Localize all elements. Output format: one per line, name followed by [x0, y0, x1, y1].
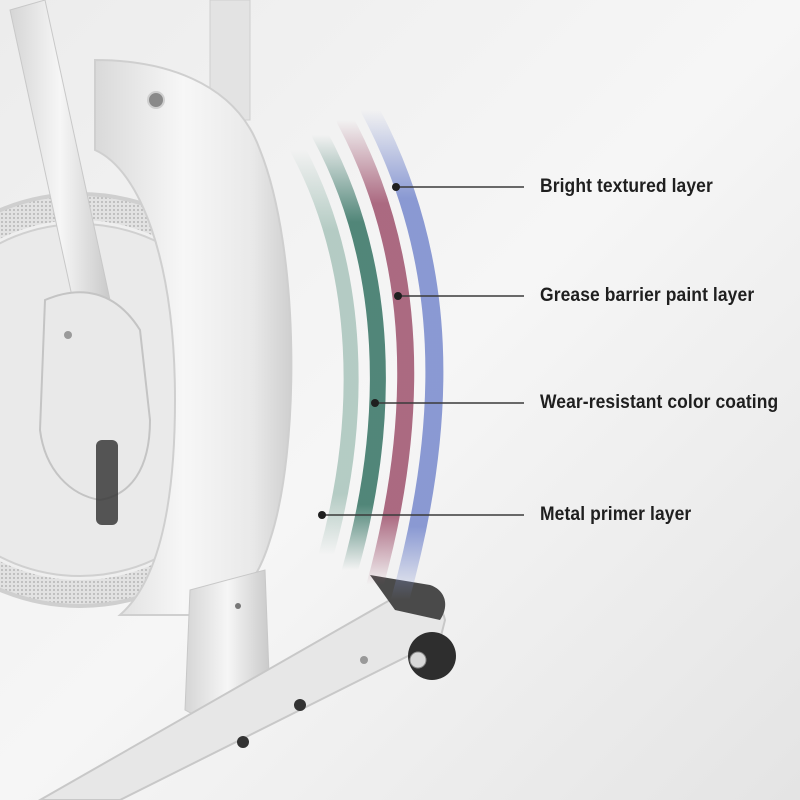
- layer-arc-wear-resistant: [312, 127, 386, 578]
- callout-leader-3: [371, 399, 524, 407]
- callout-leader-2: [394, 292, 524, 300]
- layer-arc-metal-primer: [290, 142, 359, 563]
- housing-screw-hole: [147, 91, 165, 109]
- layer-arc-bright-textured: [361, 101, 444, 609]
- crank-bolt: [64, 331, 72, 339]
- foot-bolt: [294, 699, 306, 711]
- foot-bolt: [360, 656, 368, 664]
- callout-leader-4: [318, 511, 524, 519]
- callout-label-grease-barrier: Grease barrier paint layer: [540, 285, 755, 306]
- callout-leader-1: [392, 183, 524, 191]
- callout-label-wear-resistant: Wear-resistant color coating: [540, 392, 779, 413]
- transport-wheel-hub: [409, 651, 427, 669]
- callout-label-metal-primer: Metal primer layer: [540, 504, 692, 525]
- crank-arm: [38, 291, 152, 502]
- foot-bolt: [237, 736, 249, 748]
- layer-arc-grease-barrier: [336, 111, 415, 594]
- post-bolt: [235, 603, 241, 609]
- pedal-bracket: [96, 440, 118, 525]
- callout-label-bright-textured: Bright textured layer: [540, 176, 713, 197]
